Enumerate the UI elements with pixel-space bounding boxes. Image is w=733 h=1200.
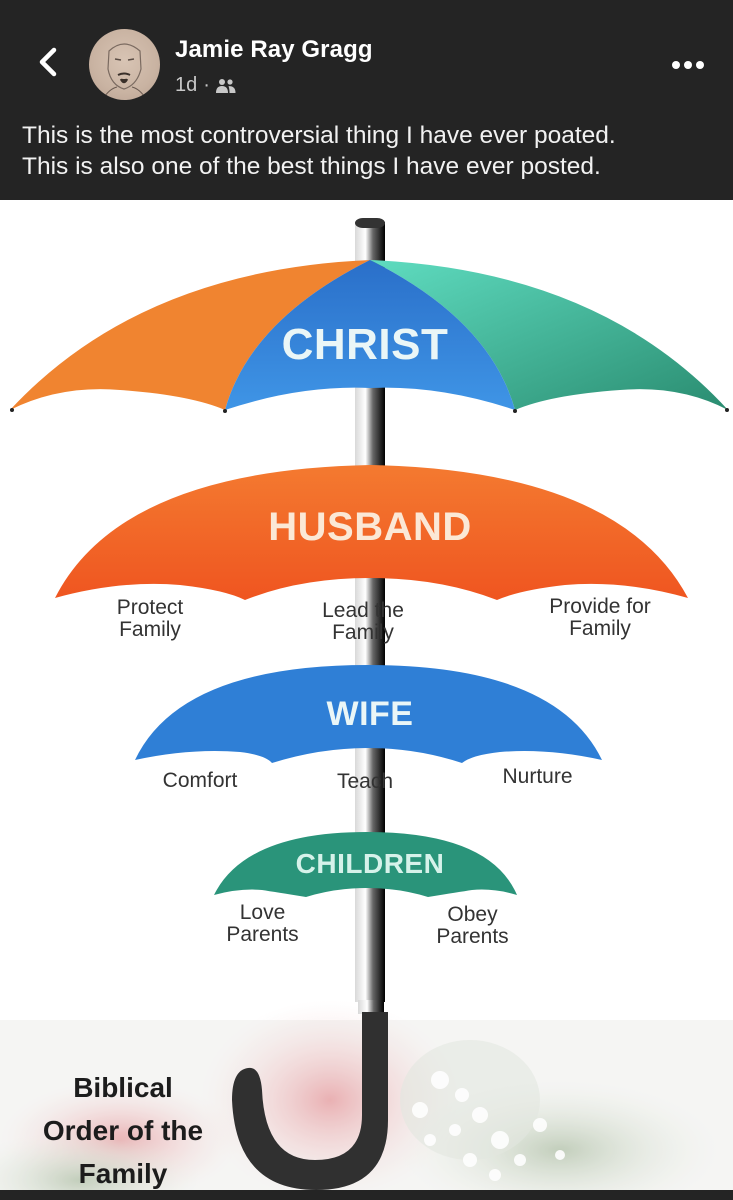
ellipsis-dot: [696, 61, 704, 69]
back-button[interactable]: [30, 42, 66, 82]
author-name[interactable]: Jamie Ray Gragg: [175, 36, 373, 63]
post-meta: 1d ·: [175, 74, 236, 97]
post-image[interactable]: CHRIST HUSBAND WIFE CHILDREN Protect Fam…: [0, 200, 733, 1190]
more-options-button[interactable]: [672, 58, 712, 72]
avatar-sketch-icon: [102, 43, 147, 100]
label-obey-parents: Obey Parents: [436, 903, 509, 948]
umbrella-title-husband: HUSBAND: [268, 505, 472, 549]
umbrella-children: [214, 832, 517, 897]
umbrella-handle-icon: [232, 1000, 388, 1190]
ellipsis-horizontal-icon: [672, 61, 680, 69]
label-teach: Teach: [336, 770, 394, 793]
label-nurture: Nurture: [502, 765, 573, 788]
bottom-bar: [0, 1190, 733, 1200]
label-love-parents: Love Parents: [226, 901, 299, 946]
label-comfort: Comfort: [162, 769, 238, 792]
label-protect-family: Protect Family: [116, 596, 184, 641]
chevron-left-icon: [39, 47, 57, 77]
post-header: Jamie Ray Gragg 1d ·: [0, 0, 733, 110]
umbrella-diagram: [0, 218, 733, 1190]
avatar[interactable]: [89, 29, 160, 100]
diagram-title: Biblical Order of the Family: [42, 1072, 204, 1189]
caption-line-2: This is also one of the best things I ha…: [22, 153, 601, 180]
label-lead-the-family: Lead the Family: [322, 599, 404, 644]
friends-icon[interactable]: [215, 78, 236, 94]
meta-separator: ·: [203, 74, 210, 96]
label-provide-for-family: Provide for Family: [549, 595, 651, 640]
post-caption: This is the most controversial thing I h…: [0, 110, 733, 200]
post-timestamp[interactable]: 1d: [175, 74, 198, 96]
caption-line-1: This is the most controversial thing I h…: [22, 122, 616, 149]
umbrella-christ: [10, 260, 729, 413]
umbrella-title-children: CHILDREN: [295, 848, 445, 879]
umbrella-wife: [135, 665, 602, 763]
umbrella-title-wife: WIFE: [326, 695, 414, 733]
umbrella-title-christ: CHRIST: [281, 320, 449, 369]
umbrella-husband: [55, 465, 688, 600]
ellipsis-dot: [684, 61, 692, 69]
